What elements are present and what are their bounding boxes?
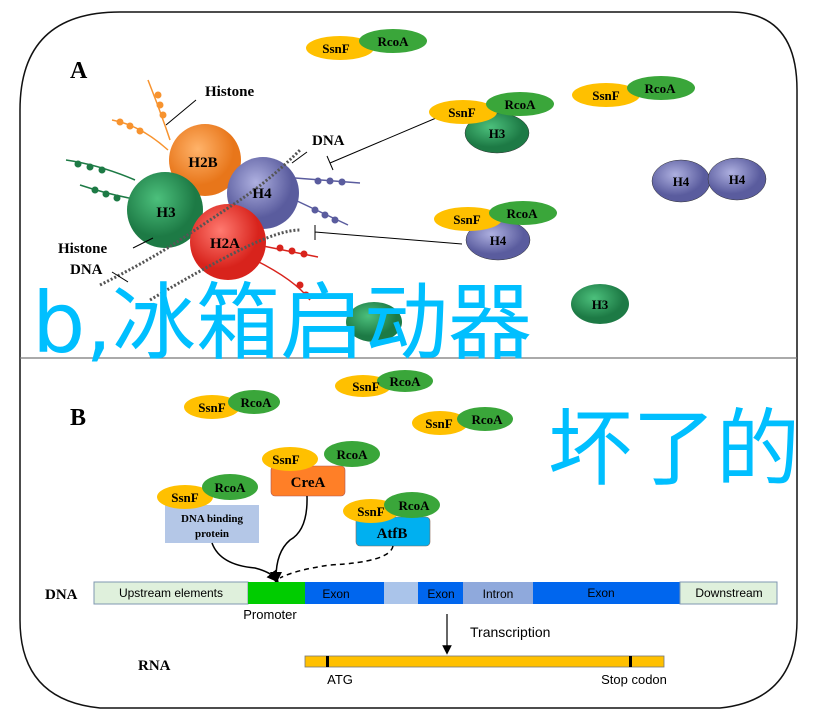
- svg-text:RcoA: RcoA: [471, 412, 503, 427]
- svg-text:SsnF: SsnF: [453, 212, 481, 227]
- segment-intron: Intron: [483, 587, 514, 601]
- dna-label-bottom: DNA: [70, 262, 103, 278]
- regulation-arrows: [211, 495, 394, 584]
- svg-text:RcoA: RcoA: [644, 81, 676, 96]
- svg-text:SsnF: SsnF: [272, 452, 300, 467]
- segment-exon-3: Exon: [587, 586, 614, 600]
- panel-a-label: A: [70, 58, 88, 84]
- svg-text:SsnF: SsnF: [357, 504, 385, 519]
- svg-text:SsnF: SsnF: [352, 379, 380, 394]
- svg-text:SsnF: SsnF: [448, 105, 476, 120]
- dna-binding-protein-box: [165, 505, 259, 543]
- svg-text:H4: H4: [490, 233, 507, 248]
- pointer-lines: [111, 99, 463, 283]
- complexes-panel-b: SsnF RcoA SsnF RcoA SsnF RcoA SsnF RcoA CreA…: [157, 370, 513, 547]
- svg-text:RcoA: RcoA: [506, 206, 538, 221]
- svg-text:RcoA: RcoA: [504, 97, 536, 112]
- h3-label: H3: [156, 205, 175, 221]
- dna-label: DNA: [45, 587, 78, 603]
- promoter-label: Promoter: [243, 607, 297, 622]
- svg-text:H4: H4: [673, 174, 690, 189]
- svg-text:SsnF: SsnF: [425, 416, 453, 431]
- svg-text:SsnF: SsnF: [592, 88, 620, 103]
- svg-text:SsnF: SsnF: [322, 41, 350, 56]
- svg-text:H3: H3: [489, 126, 506, 141]
- histone-tail-beads: [74, 91, 346, 299]
- svg-text:RcoA: RcoA: [377, 34, 409, 49]
- nucleosome: H2B H4 H3 H2A: [99, 124, 302, 302]
- dna-gene-bar: Upstream elements Exon Exon Intron Exon …: [93, 581, 778, 605]
- svg-text:DNA binding: DNA binding: [181, 513, 244, 525]
- h2b-histone: [169, 124, 241, 196]
- svg-text:RcoA: RcoA: [240, 395, 272, 410]
- segment-upstream: Upstream elements: [119, 586, 223, 600]
- svg-text:H4: H4: [729, 172, 746, 187]
- h3-histone: [127, 172, 203, 248]
- atg-label: ATG: [327, 672, 353, 687]
- svg-text:SsnF: SsnF: [198, 400, 226, 415]
- dna-helix: [99, 148, 302, 287]
- svg-text:RcoA: RcoA: [398, 498, 430, 513]
- svg-text:AtfB: AtfB: [377, 526, 408, 542]
- h2a-histone: [190, 204, 266, 280]
- transcription-label: Transcription: [470, 624, 550, 640]
- svg-text:RcoA: RcoA: [389, 374, 421, 389]
- overlay-title-line1: b,冰箱启动器: [32, 274, 532, 372]
- segment-exon-2: Exon: [427, 587, 454, 601]
- svg-text:protein: protein: [195, 528, 229, 540]
- dna-label-right: DNA: [312, 133, 345, 149]
- h4-label: H4: [252, 186, 272, 202]
- h2b-label: H2B: [188, 155, 217, 171]
- svg-text:CreA: CreA: [291, 475, 326, 491]
- rna-bar: [304, 655, 665, 668]
- svg-text:RcoA: RcoA: [336, 447, 368, 462]
- rna-label: RNA: [138, 658, 171, 674]
- h2a-label: H2A: [210, 236, 240, 252]
- overlay-title-line2: 坏了的: [548, 400, 800, 498]
- svg-text:RcoA: RcoA: [214, 480, 246, 495]
- segment-downstream: Downstream: [695, 586, 762, 600]
- svg-text:H3: H3: [592, 297, 609, 312]
- histone-label-left: Histone: [58, 241, 108, 257]
- panel-b-label: B: [70, 405, 86, 431]
- panel-frame: [19, 11, 798, 709]
- segment-exon-1: Exon: [322, 587, 349, 601]
- histone-label-top: Histone: [205, 84, 255, 100]
- stop-codon-label: Stop codon: [601, 672, 667, 687]
- svg-text:SsnF: SsnF: [171, 490, 199, 505]
